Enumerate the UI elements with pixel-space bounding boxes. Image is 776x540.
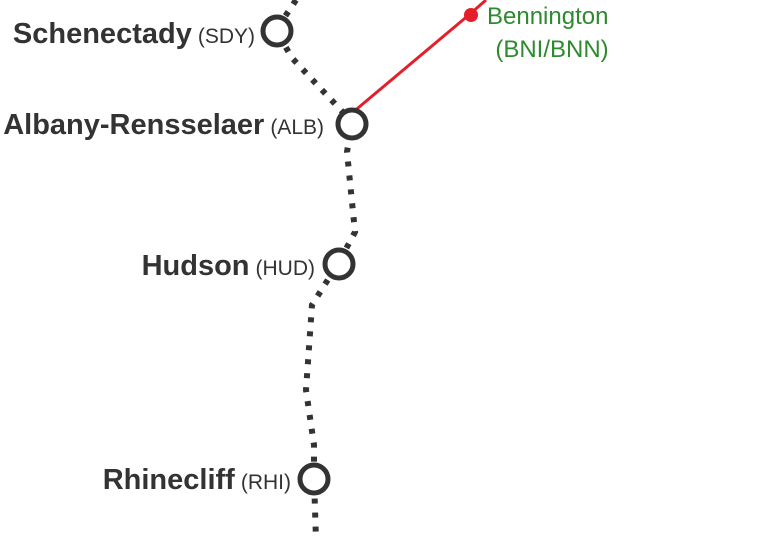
main-route-line (272, 0, 359, 540)
connection-bennington[interactable]: Bennington (BNI/BNN) (464, 3, 609, 63)
connection-name: Bennington (487, 3, 608, 30)
station-label: Schenectady (SDY) (13, 18, 255, 50)
bennington-connector-line (351, 12, 471, 115)
station-code: (HUD) (256, 257, 315, 280)
station-rhinecliff[interactable]: Rhinecliff (RHI) (103, 462, 331, 496)
connection-code: (BNI/BNN) (495, 36, 608, 63)
station-marker-icon[interactable] (322, 247, 356, 281)
station-code: (ALB) (270, 116, 324, 139)
station-label: Rhinecliff (RHI) (103, 464, 291, 496)
connection-marker-icon[interactable] (464, 8, 478, 22)
station-code: (RHI) (241, 471, 291, 494)
station-label: Albany-Rensselaer (ALB) (3, 109, 324, 141)
station-marker-icon[interactable] (297, 462, 331, 496)
station-schenectady[interactable]: Schenectady (SDY) (13, 14, 294, 50)
station-label: Hudson (HUD) (142, 250, 315, 282)
station-marker-icon[interactable] (335, 107, 369, 141)
station-name: Rhinecliff (103, 464, 235, 496)
station-name: Schenectady (13, 18, 192, 50)
station-name: Albany-Rensselaer (3, 109, 264, 141)
station-marker-icon[interactable] (260, 14, 294, 48)
station-code: (SDY) (198, 25, 255, 48)
station-name: Hudson (142, 250, 250, 282)
station-hudson[interactable]: Hudson (HUD) (142, 247, 356, 282)
station-albany-rensselaer[interactable]: Albany-Rensselaer (ALB) (3, 107, 369, 141)
